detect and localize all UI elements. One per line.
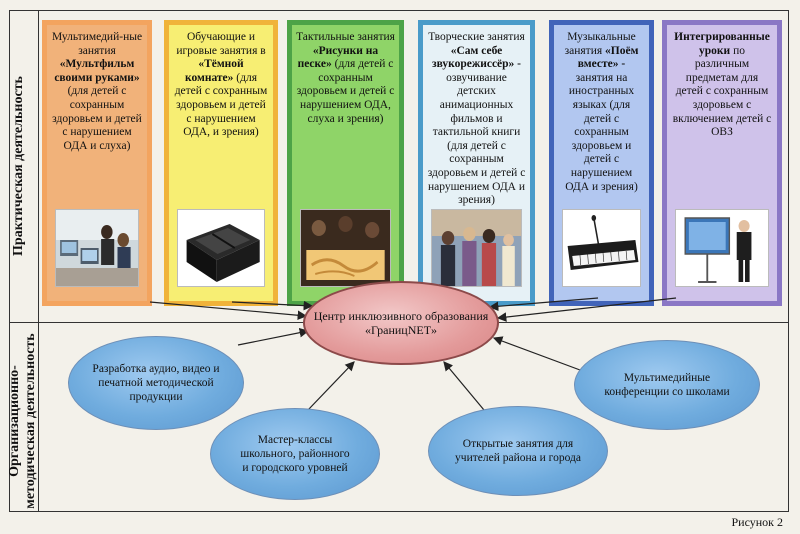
photo-students-recording bbox=[431, 209, 522, 287]
ellipse-open-lessons: Открытые занятия для учителей района и г… bbox=[428, 406, 608, 496]
card-sing-together: Музыкальные занятия «Поём вместе» - заня… bbox=[549, 20, 654, 306]
diagram-frame bbox=[9, 10, 789, 512]
card-dark-room: Обучающие и игровые занятия в «Тёмной ко… bbox=[164, 20, 278, 306]
photo-sand-table bbox=[300, 209, 391, 287]
card-text: Обучающие и игровые занятия в «Тёмной ко… bbox=[174, 31, 268, 139]
photo-synthesizer bbox=[562, 209, 641, 287]
card-integrated-lessons: Интегрированные уроки по различным предм… bbox=[662, 20, 782, 306]
ellipse-master-classes: Мастер-классы школьного, районного и гор… bbox=[210, 408, 380, 500]
photo-kids-at-computers bbox=[55, 209, 139, 287]
figure-caption: Рисунок 2 bbox=[731, 515, 783, 529]
card-sand-drawings: Тактильные занятия «Рисунки на песке» (д… bbox=[287, 20, 404, 306]
card-text: Тактильные занятия «Рисунки на песке» (д… bbox=[296, 31, 395, 125]
photo-interactive-board bbox=[675, 209, 769, 287]
ellipse-multimedia-conferences: Мультимедийные конференции со школами bbox=[574, 340, 760, 430]
card-text: Мультимедий-ные занятия «Мультфильм свои… bbox=[51, 31, 143, 152]
card-multimedia-cartoon: Мультимедий-ные занятия «Мультфильм свои… bbox=[42, 20, 152, 306]
card-sound-director: Творческие занятия «Сам себе звукорежисс… bbox=[418, 20, 535, 306]
section-divider-vertical bbox=[38, 10, 39, 512]
ellipse-methodical-products: Разработка аудио, видео и печатной метод… bbox=[68, 336, 244, 430]
photo-black-box bbox=[177, 209, 265, 287]
card-text: Интегрированные уроки по различным предм… bbox=[672, 31, 772, 139]
center-inclusive-education: Центр инклюзивного образования «ГраницNE… bbox=[303, 281, 499, 365]
card-text: Творческие занятия «Сам себе звукорежисс… bbox=[427, 31, 526, 207]
card-text: Музыкальные занятия «Поём вместе» - заня… bbox=[564, 31, 639, 193]
